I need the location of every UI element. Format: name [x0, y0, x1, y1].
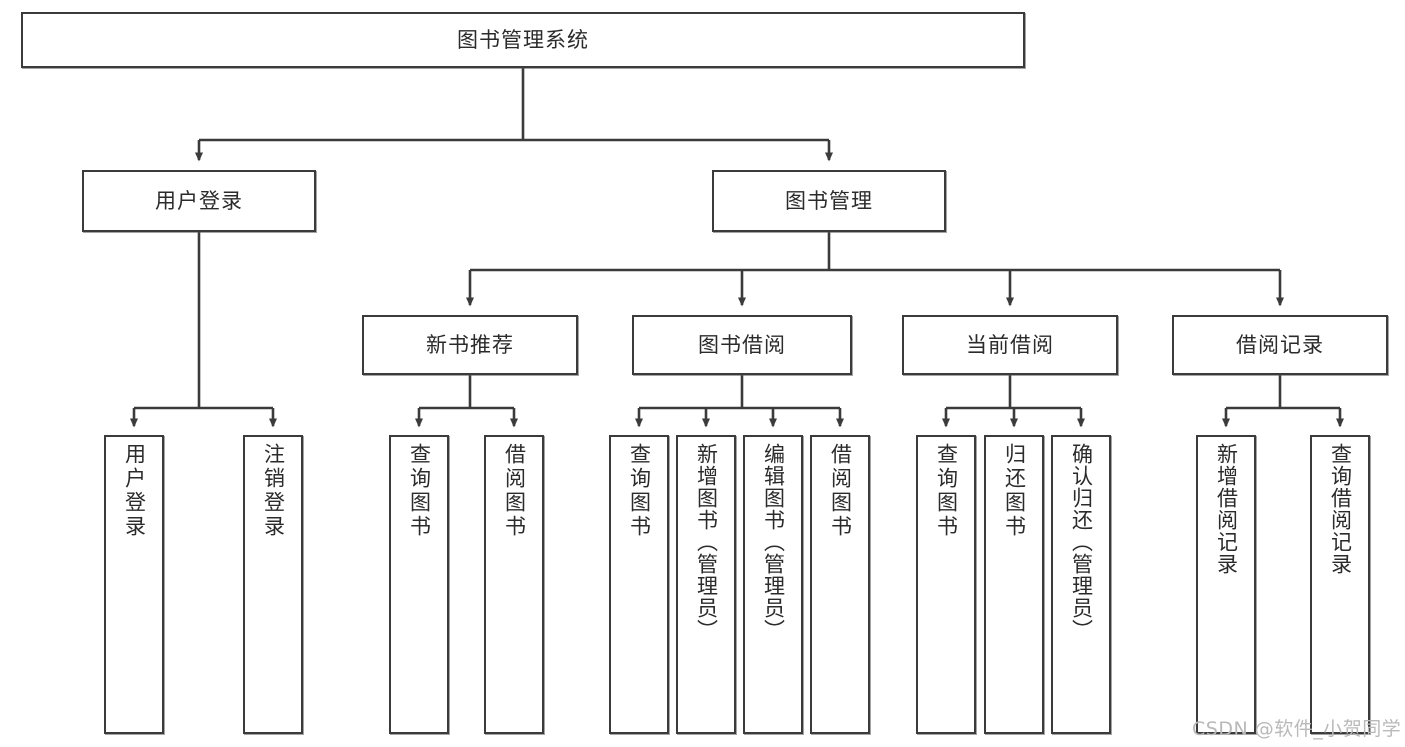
node-leaf-query-record-label: 查询借阅记录: [1328, 443, 1353, 575]
node-leaf-borrow-book-2-label: 借阅图书: [828, 443, 853, 539]
node-root-label: 图书管理系统: [457, 27, 589, 52]
node-leaf-add-book-label: 新增图书（管理员）: [694, 443, 719, 641]
node-leaf-borrow-book-1[interactable]: 借阅图书: [484, 435, 544, 734]
node-leaf-confirm-return-label: 确认归还（管理员）: [1069, 443, 1094, 641]
node-leaf-query-record[interactable]: 查询借阅记录: [1310, 435, 1370, 734]
node-current-borrow-label: 当前借阅: [966, 332, 1054, 357]
edge-group-root: [195, 68, 833, 162]
edge-group-new-book-rec: [415, 375, 518, 428]
node-leaf-query-book-3[interactable]: 查询图书: [916, 435, 976, 734]
node-leaf-return-book[interactable]: 归还图书: [984, 435, 1044, 734]
node-leaf-user-login-label: 用户登录: [122, 443, 147, 539]
node-leaf-borrow-book-1-label: 借阅图书: [502, 443, 527, 539]
node-book-borrow-label: 图书借阅: [698, 332, 786, 357]
node-new-book-rec-label: 新书推荐: [426, 332, 514, 357]
node-leaf-add-book[interactable]: 新增图书（管理员）: [676, 435, 736, 734]
node-leaf-query-book-1[interactable]: 查询图书: [389, 435, 449, 734]
edge-group-book-manage: [466, 232, 1284, 307]
edge-group-book-borrow: [635, 375, 844, 428]
node-borrow-record[interactable]: 借阅记录: [1172, 315, 1388, 375]
edge-group-borrow-record: [1222, 375, 1344, 428]
node-leaf-add-record[interactable]: 新增借阅记录: [1196, 435, 1256, 734]
node-user-login-label: 用户登录: [155, 188, 243, 213]
node-book-manage-label: 图书管理: [785, 188, 873, 213]
node-leaf-user-logout-label: 注销登录: [261, 443, 286, 539]
node-current-borrow[interactable]: 当前借阅: [902, 315, 1118, 375]
node-user-login[interactable]: 用户登录: [82, 170, 316, 232]
node-leaf-query-book-3-label: 查询图书: [934, 443, 959, 539]
node-root[interactable]: 图书管理系统: [21, 12, 1025, 68]
node-leaf-query-book-1-label: 查询图书: [407, 443, 432, 539]
node-book-manage[interactable]: 图书管理: [712, 170, 946, 232]
node-leaf-user-logout[interactable]: 注销登录: [243, 435, 303, 734]
node-leaf-return-book-label: 归还图书: [1002, 443, 1027, 539]
edge-group-current-borrow: [942, 375, 1085, 428]
node-new-book-rec[interactable]: 新书推荐: [362, 315, 578, 375]
edge-group-user-login: [130, 232, 277, 428]
node-book-borrow[interactable]: 图书借阅: [632, 315, 852, 375]
node-leaf-edit-book-label: 编辑图书（管理员）: [761, 443, 786, 641]
node-leaf-user-login[interactable]: 用户登录: [104, 435, 164, 734]
node-leaf-query-book-2-label: 查询图书: [627, 443, 652, 539]
node-leaf-confirm-return[interactable]: 确认归还（管理员）: [1051, 435, 1111, 734]
node-leaf-query-book-2[interactable]: 查询图书: [609, 435, 669, 734]
node-leaf-edit-book[interactable]: 编辑图书（管理员）: [743, 435, 803, 734]
node-leaf-add-record-label: 新增借阅记录: [1214, 443, 1239, 575]
node-leaf-borrow-book-2[interactable]: 借阅图书: [810, 435, 870, 734]
csdn-watermark: CSDN @软件_小贺同学: [1192, 718, 1402, 740]
node-borrow-record-label: 借阅记录: [1236, 332, 1324, 357]
